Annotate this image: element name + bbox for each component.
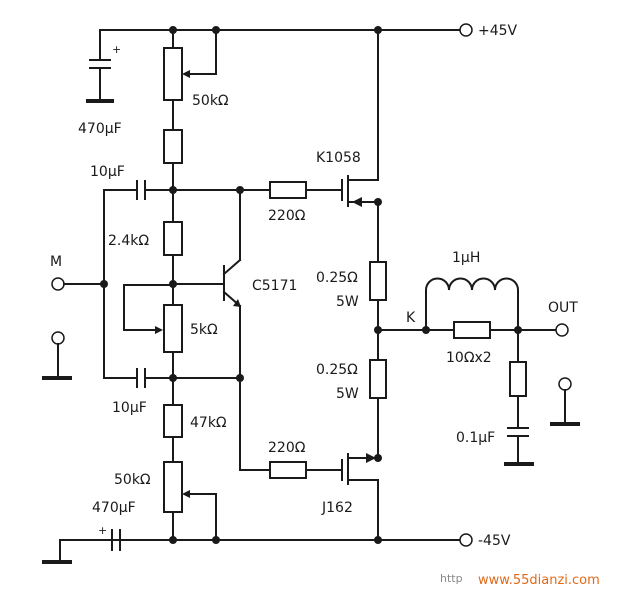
label-v-neg: -45V bbox=[478, 533, 511, 549]
pot-5k-wiper bbox=[123, 284, 174, 334]
capacitor-470uF-bottom: + bbox=[42, 524, 174, 564]
label-input: M bbox=[50, 254, 62, 270]
label-q-bot: J162 bbox=[321, 500, 353, 516]
label-c-in-top: 10μF bbox=[90, 164, 125, 180]
output-ground-terminal bbox=[558, 377, 572, 391]
label-c-bot: 470μF bbox=[92, 500, 136, 516]
svg-text:+: + bbox=[98, 524, 107, 537]
label-node-k: K bbox=[406, 310, 416, 326]
label-c-out: 0.1μF bbox=[456, 430, 495, 446]
label-r-out: 10Ωx2 bbox=[446, 350, 492, 366]
label-pot-bot: 50kΩ bbox=[114, 472, 151, 488]
label-inductor: 1μH bbox=[452, 250, 480, 266]
positive-rail-terminal bbox=[459, 23, 473, 37]
label-pot-top: 50kΩ bbox=[192, 93, 229, 109]
pot-bottom-wiper bbox=[182, 490, 217, 541]
resistor-10-ohm bbox=[453, 321, 491, 339]
label-r-src-bot-pow: 5W bbox=[336, 386, 359, 402]
resistor-zobel bbox=[509, 361, 527, 397]
negative-rail-terminal bbox=[459, 533, 473, 547]
label-out: OUT bbox=[548, 300, 578, 316]
pot-top-wiper bbox=[182, 29, 217, 78]
resistor-source-top bbox=[369, 261, 387, 301]
resistor-gate-bottom bbox=[269, 461, 307, 479]
label-r-src-top-val: 0.25Ω bbox=[316, 270, 358, 286]
resistor-source-bottom bbox=[369, 359, 387, 399]
resistor-gate-top bbox=[269, 181, 307, 199]
resistor-upper bbox=[163, 129, 183, 164]
label-r-24k: 2.4kΩ bbox=[108, 233, 149, 249]
label-r-src-bot-val: 0.25Ω bbox=[316, 362, 358, 378]
label-c-in-bot: 10μF bbox=[112, 400, 147, 416]
inductor-1uH bbox=[424, 277, 520, 292]
output-wire bbox=[377, 289, 557, 463]
svg-text:+: + bbox=[112, 43, 121, 56]
label-c-top: 470μF bbox=[78, 121, 122, 137]
label-r-gate-bot: 220Ω bbox=[268, 440, 306, 456]
label-q-top: K1058 bbox=[316, 150, 361, 166]
input-ground-terminal bbox=[51, 331, 65, 345]
input-terminal bbox=[51, 277, 65, 291]
potentiometer-50k-top bbox=[163, 47, 183, 101]
capacitor-0-1uF bbox=[504, 427, 534, 466]
capacitor-470uF-top: + bbox=[86, 29, 121, 103]
capacitor-10uF-bottom bbox=[136, 368, 174, 388]
potentiometer-50k-bottom bbox=[163, 461, 183, 513]
watermark-prefix: http bbox=[440, 572, 463, 585]
mosfet-k1058 bbox=[341, 29, 379, 207]
potentiometer-5k bbox=[163, 304, 183, 353]
resistor-47k bbox=[163, 404, 183, 438]
output-terminal bbox=[555, 323, 569, 337]
junction-dots bbox=[100, 26, 522, 544]
label-v-pos: +45V bbox=[478, 23, 518, 39]
label-r-gate-top: 220Ω bbox=[268, 208, 306, 224]
label-pot-5k: 5kΩ bbox=[190, 322, 218, 338]
transistor-c5171 bbox=[172, 189, 242, 471]
mosfet-j162 bbox=[341, 453, 379, 541]
label-r-src-top-pow: 5W bbox=[336, 294, 359, 310]
resistor-2-4k bbox=[163, 221, 183, 256]
label-r-47k: 47kΩ bbox=[190, 415, 227, 431]
watermark-url: www.55dianzi.com bbox=[478, 573, 600, 588]
label-q-npn: C5171 bbox=[252, 278, 297, 294]
capacitor-10uF-top bbox=[136, 180, 174, 200]
